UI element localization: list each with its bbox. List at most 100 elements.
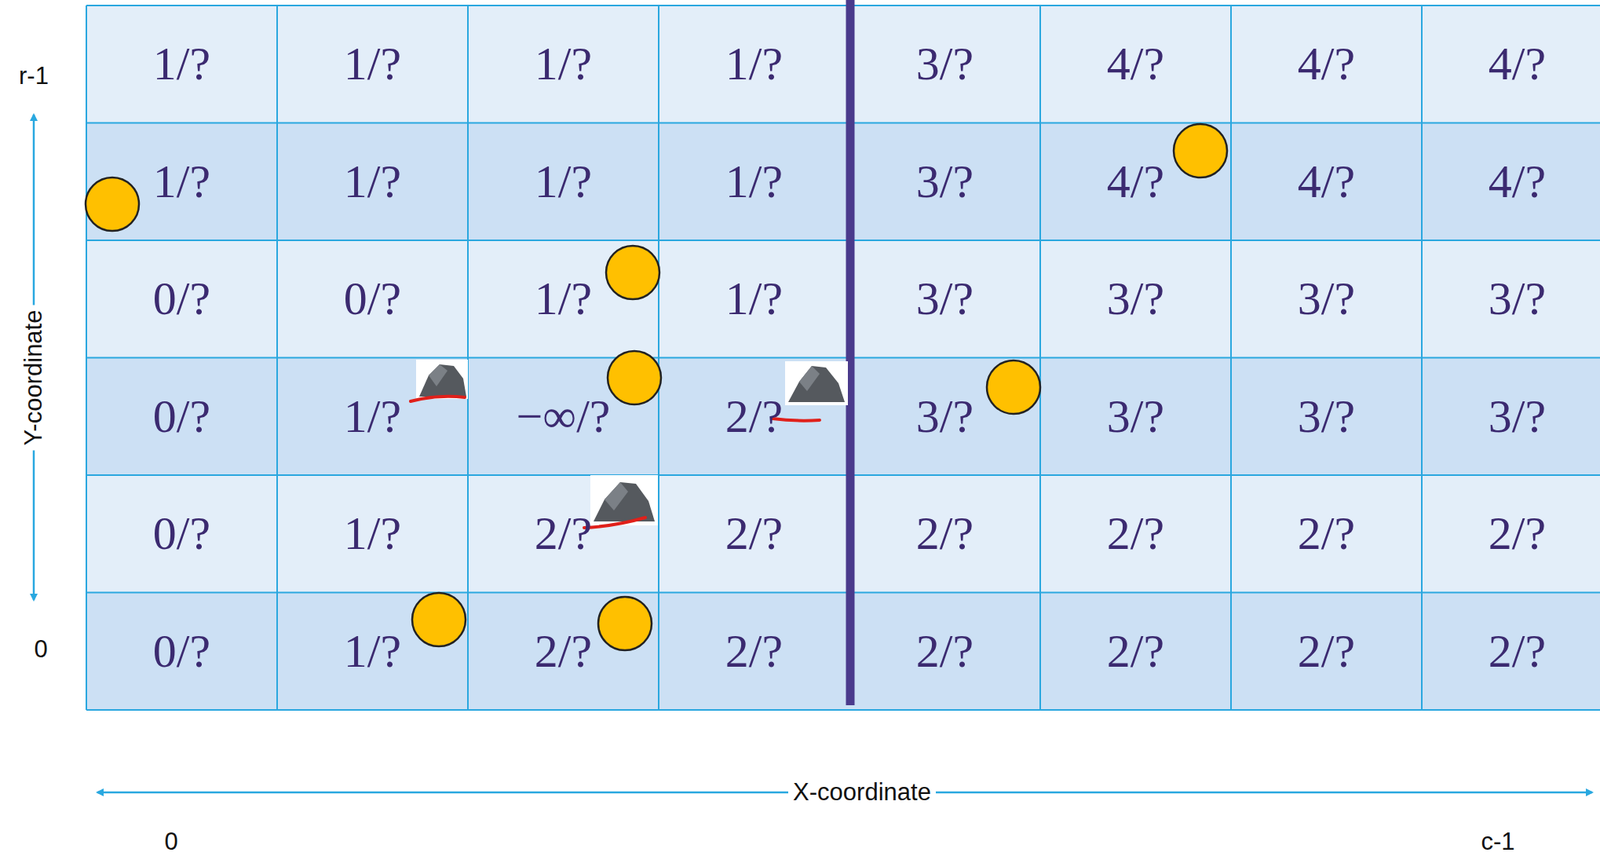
- table-cell: 2/?: [1231, 474, 1422, 593]
- cell-value: 1/?: [343, 389, 402, 444]
- table-cell: 1/?: [277, 123, 468, 242]
- table-cell: 1/?: [467, 123, 659, 242]
- table-cell: 1/?: [467, 5, 659, 124]
- table-cell: 0/?: [86, 474, 278, 593]
- table-cell: 1/?: [86, 123, 278, 242]
- cell-value: 3/?: [1488, 389, 1546, 444]
- table-cell: 3/?: [1231, 240, 1422, 358]
- table-cell: 3/?: [849, 123, 1041, 242]
- cell-value: 0/?: [153, 506, 211, 561]
- cell-value: 3/?: [916, 154, 974, 209]
- axis-tick-label: c-1: [1475, 827, 1520, 856]
- cell-value: 0/?: [343, 271, 402, 326]
- table-cell: 4/?: [1231, 123, 1422, 242]
- table-cell: 2/?: [467, 474, 659, 593]
- table-cell: 1/?: [277, 592, 468, 711]
- cell-value: 0/?: [153, 624, 211, 679]
- table-cell: −∞/?: [467, 357, 659, 476]
- table-cell: 1/?: [467, 240, 659, 358]
- cell-value: 0/?: [153, 389, 211, 444]
- cell-value: 1/?: [534, 271, 592, 326]
- table-cell: 3/?: [1040, 357, 1232, 476]
- cell-value: 2/?: [534, 506, 592, 561]
- cell-value: 1/?: [343, 624, 402, 679]
- cell-value: 1/?: [343, 36, 402, 92]
- table-cell: 2/?: [849, 474, 1041, 593]
- cell-value: 1/?: [725, 36, 783, 92]
- table-cell: 3/?: [849, 240, 1041, 358]
- cell-value: 2/?: [1106, 624, 1165, 679]
- cell-value: 4/?: [1297, 36, 1356, 92]
- table-cell: 1/?: [658, 123, 850, 242]
- cell-value: 2/?: [1106, 506, 1165, 561]
- cell-value: 3/?: [916, 271, 974, 326]
- cell-value: 0/?: [153, 271, 211, 326]
- cell-value: 3/?: [916, 36, 974, 92]
- table-cell: 1/?: [277, 357, 468, 476]
- table-cell: 0/?: [86, 592, 278, 711]
- table-cell: 3/?: [849, 5, 1041, 124]
- cell-value: 4/?: [1488, 154, 1546, 209]
- table-cell: 3/?: [1421, 240, 1600, 358]
- table-cell: 2/?: [849, 592, 1041, 711]
- table-cell: 0/?: [86, 357, 278, 476]
- cell-value: 2/?: [1488, 506, 1546, 561]
- axis-tick-label: 0: [29, 635, 52, 664]
- cell-value: 2/?: [1488, 624, 1546, 679]
- cell-value: 2/?: [916, 506, 974, 561]
- cell-value: 3/?: [1106, 271, 1165, 326]
- table-cell: 2/?: [467, 592, 659, 711]
- table-cell: 4/?: [1040, 123, 1232, 242]
- axis-tick-label: r-1: [14, 62, 54, 91]
- table-cell: 3/?: [849, 357, 1041, 476]
- cell-value: 2/?: [1297, 624, 1356, 679]
- cell-value: 2/?: [725, 389, 783, 444]
- table-cell: 2/?: [1040, 592, 1232, 711]
- table-cell: 2/?: [1040, 474, 1232, 593]
- axis-tick-label: 0: [159, 827, 183, 856]
- cell-value: 2/?: [916, 624, 974, 679]
- cell-value: 4/?: [1297, 154, 1356, 209]
- table-cell: 2/?: [658, 592, 850, 711]
- cell-value: 4/?: [1106, 36, 1165, 92]
- table-cell: 0/?: [86, 240, 278, 358]
- cell-value: 1/?: [534, 36, 592, 92]
- cell-value: 2/?: [725, 624, 783, 679]
- cell-value: 3/?: [1297, 271, 1356, 326]
- cell-value: 4/?: [1488, 36, 1546, 92]
- cell-value: 1/?: [153, 36, 211, 92]
- table-cell: 1/?: [277, 474, 468, 593]
- table-cell: 2/?: [1231, 592, 1422, 711]
- red-underline: [410, 396, 820, 528]
- axis-title: Y-coordinate: [19, 305, 48, 451]
- cell-value: 3/?: [1106, 389, 1165, 444]
- rock-icon: [785, 361, 848, 406]
- table-cell: 4/?: [1421, 123, 1600, 242]
- cell-value: 4/?: [1106, 154, 1165, 209]
- cell-value: 1/?: [725, 271, 783, 326]
- cell-value: 3/?: [916, 389, 974, 444]
- cell-value: 1/?: [725, 154, 783, 209]
- cell-value: −∞/?: [516, 389, 611, 444]
- table-cell: 1/?: [658, 5, 850, 124]
- cell-value: 3/?: [1488, 271, 1546, 326]
- table-cell: 4/?: [1231, 5, 1422, 124]
- gold-dot: [85, 124, 1228, 651]
- table-cell: 2/?: [658, 474, 850, 593]
- table-cell: 4/?: [1421, 5, 1600, 124]
- table-cell: 3/?: [1040, 240, 1232, 358]
- cell-value: 2/?: [725, 506, 783, 561]
- cell-value: 2/?: [1297, 506, 1356, 561]
- table-cell: 3/?: [1421, 357, 1600, 476]
- table-cell: 3/?: [1231, 357, 1422, 476]
- cell-value: 1/?: [343, 506, 402, 561]
- cell-value: 3/?: [1297, 389, 1356, 444]
- cell-value: 2/?: [534, 624, 592, 679]
- table-cell: 2/?: [1421, 592, 1600, 711]
- rock-icon: [590, 474, 658, 526]
- table-cell: 1/?: [277, 5, 468, 124]
- axis-title: X-coordinate: [788, 778, 936, 807]
- table-cell: 2/?: [658, 357, 850, 476]
- table-cell: 0/?: [277, 240, 468, 358]
